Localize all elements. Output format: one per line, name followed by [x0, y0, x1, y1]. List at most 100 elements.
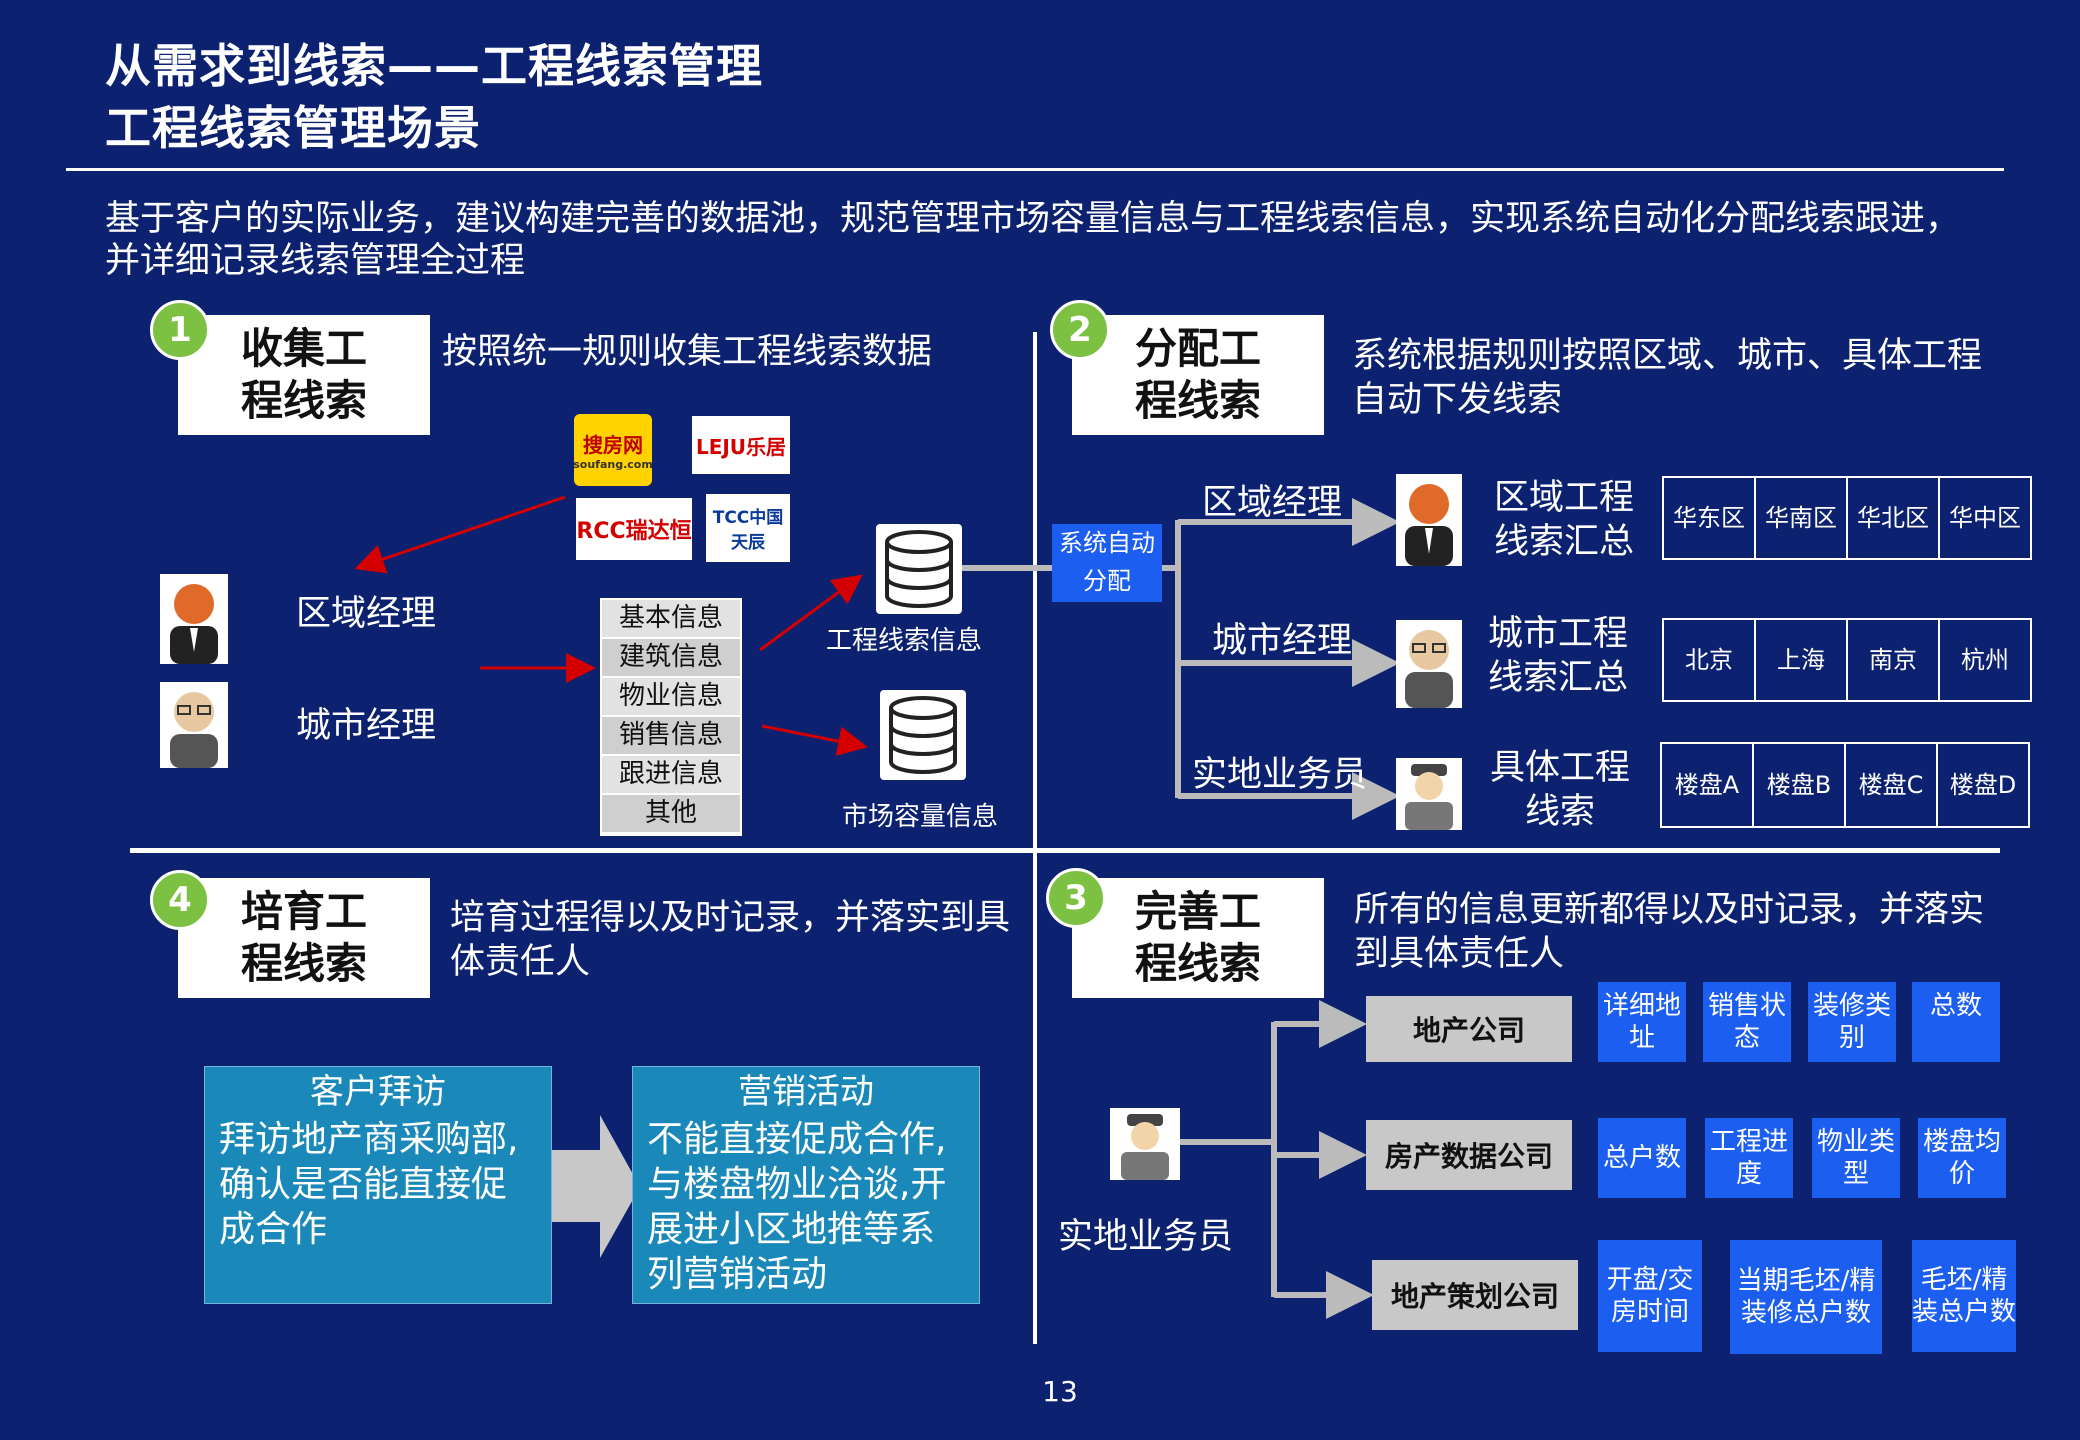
system-line2: 分配	[1083, 567, 1131, 595]
company-planning: 地产策划公司	[1372, 1260, 1578, 1330]
marketing-activity-title: 营销活动	[738, 1072, 874, 1112]
info-item: 跟进信息	[602, 756, 740, 795]
regional-manager-avatar	[160, 574, 228, 664]
q1-role-regional: 区域经理	[296, 594, 437, 634]
field-agent-avatar	[1396, 758, 1462, 830]
page-title: 从需求到线索——工程线索管理	[105, 39, 763, 93]
tag: 开盘/交房时间	[1598, 1240, 1702, 1352]
system-auto-assign-box: 系统自动 分配	[1052, 524, 1162, 602]
database-icon	[876, 524, 962, 614]
project-grid: 楼盘A 楼盘B 楼盘C 楼盘D	[1660, 742, 2030, 828]
page-number: 13	[1042, 1375, 1078, 1408]
grid-cell: 楼盘A	[1662, 744, 1754, 826]
tag: 物业类型	[1812, 1118, 1900, 1198]
tag: 楼盘均价	[1918, 1118, 2006, 1198]
q2-role-field: 实地业务员	[1192, 755, 1368, 795]
grid-cell: 南京	[1848, 620, 1940, 700]
arrow-to-db1	[759, 574, 863, 652]
info-category-list: 基本信息 建筑信息 物业信息 销售信息 跟进信息 其他	[600, 598, 742, 836]
horizontal-divider	[130, 848, 2000, 853]
q3-title-line1: 完善工	[1134, 887, 1261, 936]
grid-cell: 楼盘B	[1754, 744, 1846, 826]
q1-description: 按照统一规则收集工程线索数据	[442, 332, 933, 372]
q3-title-line2: 程线索	[1134, 939, 1261, 988]
q1-title-box: 收集工程线索	[178, 315, 430, 435]
arrow-to-db2	[761, 724, 868, 757]
q2-summary-regional: 区域工程线索汇总	[1494, 478, 1635, 562]
tag: 总数	[1912, 982, 2000, 1062]
q1-role-city: 城市经理	[296, 706, 437, 746]
q2-description: 系统根据规则按照区域、城市、具体工程自动下发线索	[1352, 336, 1983, 420]
q2-step-badge: 2	[1050, 300, 1110, 360]
grid-cell: 杭州	[1961, 646, 2009, 674]
rcc-logo: RCC瑞达恒	[576, 498, 692, 560]
q4-step-badge: 4	[150, 870, 210, 930]
info-item: 其他	[602, 795, 740, 834]
tcc-logo: TCC中国天辰	[706, 494, 790, 562]
tag: 当期毛坯/精装修总户数	[1730, 1240, 1882, 1354]
q2-role-regional: 区域经理	[1202, 483, 1343, 523]
intro-text: 基于客户的实际业务，建议构建完善的数据池，规范管理市场容量信息与工程线索信息，实…	[105, 199, 1961, 281]
q3-title-box: 完善工程线索	[1072, 878, 1324, 998]
q3-step-badge: 3	[1046, 868, 1106, 928]
page-subtitle: 工程线索管理场景	[105, 101, 481, 155]
city-grid: 北京 上海 南京 杭州	[1662, 618, 2032, 702]
q1-title-line2: 程线索	[240, 376, 367, 425]
q2-title-line1: 分配工	[1134, 324, 1261, 373]
tag: 总户数	[1598, 1118, 1686, 1198]
q4-title-line2: 程线索	[240, 939, 367, 988]
grid-cell: 华北区	[1848, 478, 1940, 558]
info-item: 销售信息	[602, 717, 740, 756]
db-market-info-label: 市场容量信息	[842, 802, 999, 832]
field-agent-avatar	[1110, 1108, 1180, 1180]
city-manager-avatar	[160, 682, 228, 768]
info-item: 建筑信息	[602, 639, 740, 678]
q2-title-box: 分配工程线索	[1072, 315, 1324, 435]
regional-manager-avatar	[1396, 474, 1462, 566]
customer-visit-box: 客户拜访 拜访地产商采购部,确认是否能直接促成合作	[204, 1066, 552, 1304]
q4-title-box: 培育工程线索	[178, 878, 430, 998]
city-manager-avatar	[1396, 620, 1462, 708]
tag: 装修类别	[1808, 982, 1896, 1062]
q4-description: 培育过程得以及时记录，并落实到具体责任人	[450, 898, 1011, 982]
q3-role-field: 实地业务员	[1058, 1217, 1234, 1257]
marketing-activity-body: 不能直接促成合作,与楼盘物业洽谈,开展进小区地推等系列营销活动	[647, 1119, 947, 1295]
title-divider	[66, 168, 2004, 171]
region-grid: 华东区 华南区 华北区 华中区	[1662, 476, 2032, 560]
tag: 详细地址	[1598, 982, 1686, 1062]
info-item: 基本信息	[602, 600, 740, 639]
grid-cell: 华中区	[1949, 504, 2021, 532]
q4-title-line1: 培育工	[240, 887, 367, 936]
grid-cell: 华南区	[1756, 478, 1848, 558]
grid-cell: 楼盘D	[1949, 771, 2017, 799]
big-arrow	[540, 1115, 640, 1258]
company-property-data: 房产数据公司	[1366, 1120, 1572, 1190]
q2-title-line2: 程线索	[1134, 376, 1261, 425]
info-item: 物业信息	[602, 678, 740, 717]
database-icon	[880, 690, 966, 780]
soufang-logo: 搜房网 soufang.com	[573, 414, 653, 486]
vertical-divider	[1033, 332, 1037, 1344]
tag: 工程进度	[1705, 1118, 1793, 1198]
arrow-logos-to-manager	[354, 495, 566, 574]
q2-summary-city: 城市工程线索汇总	[1488, 614, 1629, 698]
grid-cell: 北京	[1664, 620, 1756, 700]
q3-description: 所有的信息更新都得以及时记录，并落实到具体责任人	[1354, 890, 1985, 974]
q1-title-line1: 收集工	[240, 324, 367, 373]
grid-cell: 上海	[1756, 620, 1848, 700]
customer-visit-body: 拜访地产商采购部,确认是否能直接促成合作	[219, 1119, 519, 1250]
company-real-estate: 地产公司	[1366, 996, 1572, 1062]
customer-visit-title: 客户拜访	[310, 1072, 446, 1112]
q1-step-badge: 1	[150, 300, 210, 360]
tag: 毛坯/精装总户数	[1912, 1240, 2016, 1352]
db-lead-info-label: 工程线索信息	[826, 626, 983, 656]
q2-role-city: 城市经理	[1212, 621, 1353, 661]
grid-cell: 华东区	[1664, 478, 1756, 558]
leju-logo: LEJU乐居	[692, 416, 790, 474]
tag: 销售状态	[1703, 982, 1791, 1062]
q2-summary-field: 具体工程线索	[1490, 748, 1631, 832]
marketing-activity-box: 营销活动 不能直接促成合作,与楼盘物业洽谈,开展进小区地推等系列营销活动	[632, 1066, 980, 1304]
system-line1: 系统自动	[1059, 529, 1155, 557]
grid-cell: 楼盘C	[1846, 744, 1938, 826]
